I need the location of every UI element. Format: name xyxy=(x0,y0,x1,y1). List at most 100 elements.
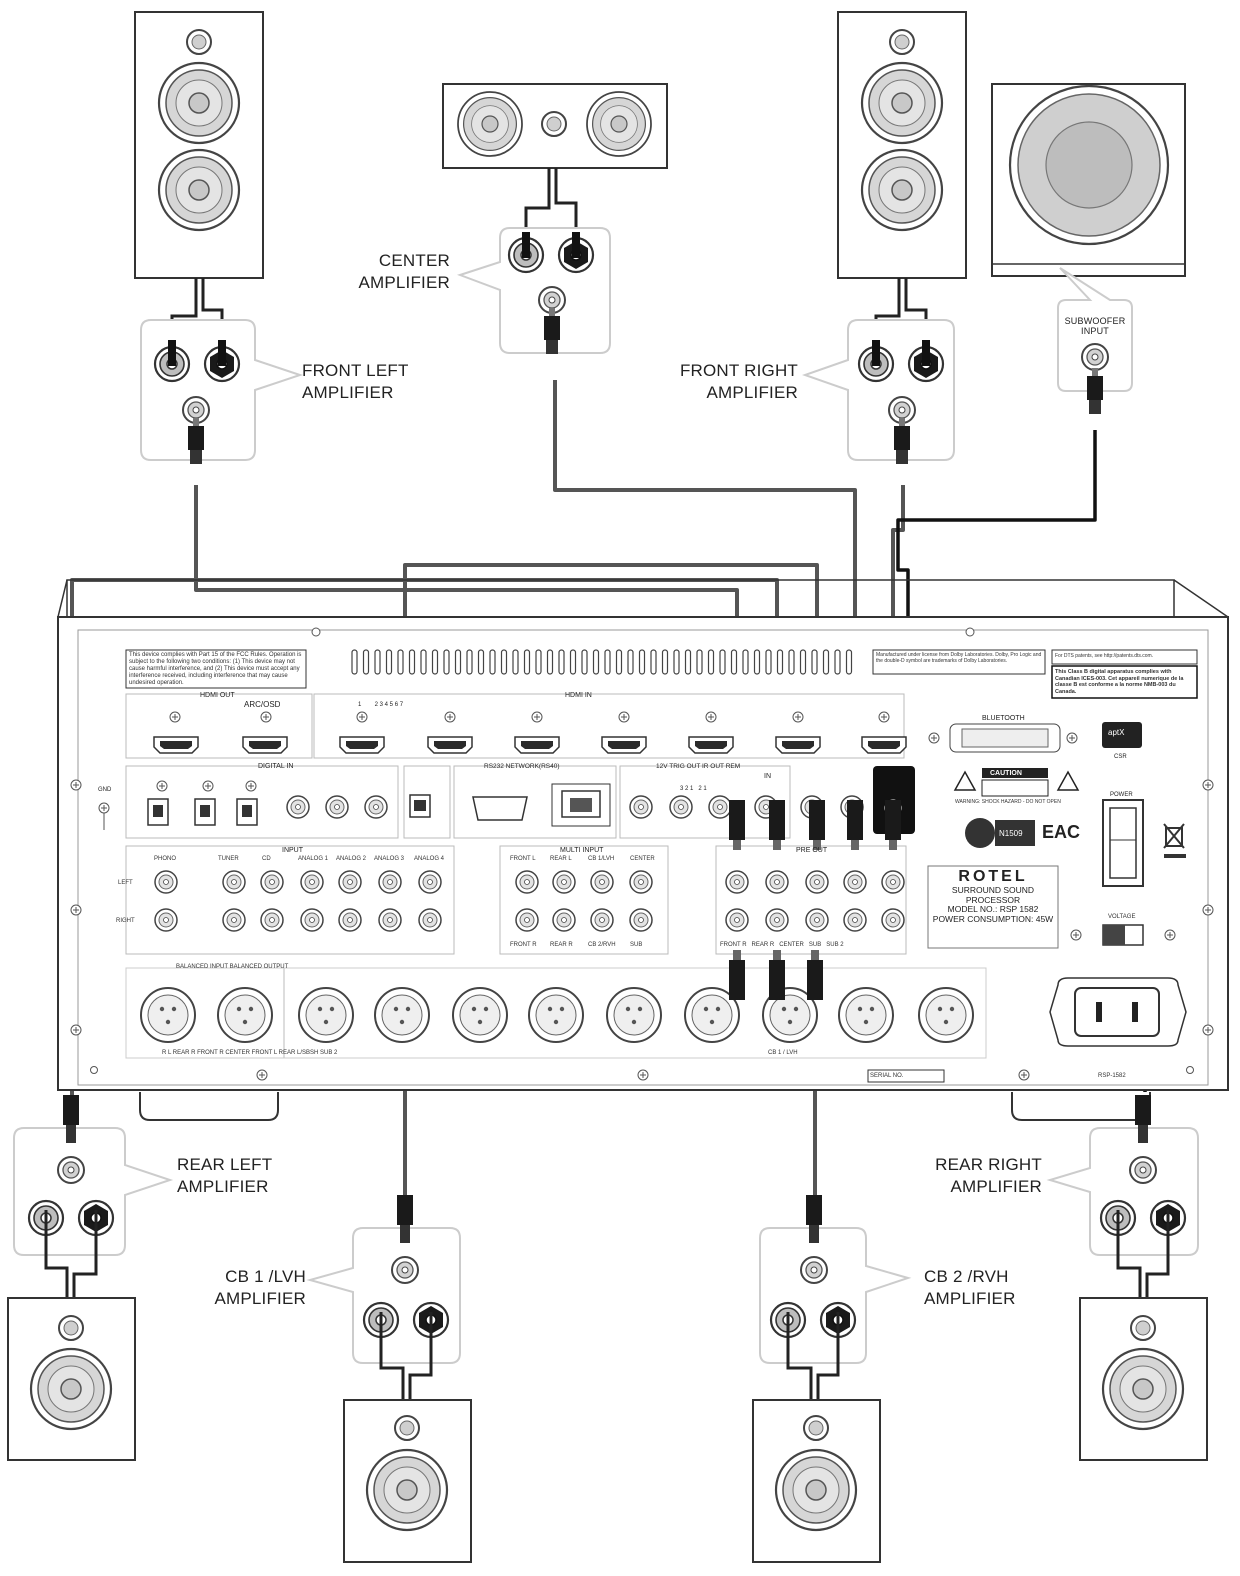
center-amplifier xyxy=(456,227,611,354)
pre-out-jack xyxy=(843,908,867,932)
hdmi-port xyxy=(514,736,560,754)
model-label: RSP-1582 xyxy=(1098,1073,1126,1079)
rca-input-right xyxy=(300,908,324,932)
dts-notice: For DTS patents, see http://patents.dts.… xyxy=(1055,653,1154,659)
label-line-1: SUBWOOFER xyxy=(1064,316,1126,326)
rca-input-left xyxy=(338,870,362,894)
rca-input-left xyxy=(300,870,324,894)
cb1-amplifier xyxy=(306,1195,461,1364)
vent-slot xyxy=(592,649,600,675)
label-line-2: INPUT xyxy=(1081,326,1109,336)
multi-col: CB 1/LVH xyxy=(588,856,615,862)
hdmi-port xyxy=(861,736,907,754)
cb2-amplifier xyxy=(759,1195,912,1364)
panel-plugs xyxy=(729,766,915,1000)
caution-label: CAUTION xyxy=(990,770,1022,777)
bottom-speaker-wires xyxy=(44,1210,1170,1400)
hdmi-out-label: HDMI OUT xyxy=(200,692,235,699)
left-label: LEFT xyxy=(118,880,133,886)
vent-slot xyxy=(822,649,830,675)
xlr-connector xyxy=(606,987,662,1043)
front-right-speaker xyxy=(837,11,967,279)
vent-slot xyxy=(454,649,462,675)
hdmi-port xyxy=(339,736,385,754)
brand-logo: ROTEL xyxy=(958,868,1028,885)
vent-slot xyxy=(512,649,519,675)
processor-rear-panel xyxy=(57,579,1229,1121)
plate-line: POWER CONSUMPTION: 45W xyxy=(932,913,1054,924)
multi-input-jack xyxy=(590,908,614,932)
canada-notice: This Class B digital apparatus complies … xyxy=(1055,669,1184,695)
xlr-connector xyxy=(452,987,508,1043)
cb1-speaker xyxy=(343,1399,472,1563)
label-line-2: AMPLIFIER xyxy=(177,1177,269,1196)
vent-slot xyxy=(500,649,508,675)
vent-slot xyxy=(546,649,554,675)
input-label: INPUT xyxy=(282,847,303,854)
vent-slot xyxy=(615,649,623,675)
rca-input-left xyxy=(418,870,442,894)
product-plate: SURROUND SOUND PROCESSOR MODEL NO.: RSP … xyxy=(930,885,1056,924)
center-speaker xyxy=(442,83,668,169)
xlr-connector xyxy=(140,987,196,1043)
input-col: ANALOG 1 xyxy=(298,856,329,862)
rear-right-speaker xyxy=(1079,1297,1208,1461)
rca-input-right xyxy=(418,908,442,932)
vent-slot xyxy=(834,649,841,675)
input-col: CD xyxy=(262,856,271,862)
vent-slot xyxy=(627,649,634,675)
trigger-numbers: 3 2 1 2 1 xyxy=(680,786,707,792)
gnd-label: GND xyxy=(98,787,112,793)
vent-slot xyxy=(397,649,404,675)
vent-slot xyxy=(696,649,703,675)
label-line-2: AMPLIFIER xyxy=(924,1289,1016,1308)
xlr-connector xyxy=(217,987,273,1043)
rca-input-right xyxy=(378,908,402,932)
xlr-connector xyxy=(838,987,894,1043)
front-left-amplifier-label: FRONT LEFT AMPLIFIER xyxy=(302,360,409,404)
trigger-label: 12V TRIG OUT IR OUT REM xyxy=(656,763,741,770)
pre-out-jack xyxy=(843,870,867,894)
voltage-label: VOLTAGE xyxy=(1108,914,1136,920)
vent-slot xyxy=(765,649,772,675)
vent-slot xyxy=(719,649,726,675)
vent-slot xyxy=(420,649,427,675)
input-col: ANALOG 2 xyxy=(336,856,367,862)
hdmi-port xyxy=(427,736,473,754)
pre-out-jack xyxy=(765,870,789,894)
front-left-amplifier xyxy=(140,319,304,464)
csr-label: CSR xyxy=(1114,754,1127,760)
vent-slot xyxy=(443,649,450,675)
vent-slot xyxy=(408,649,416,675)
xlr-connector xyxy=(298,987,354,1043)
rs232-label: RS232 NETWORK(RS40) xyxy=(484,763,560,770)
rear-right-amplifier-label: REAR RIGHT AMPLIFIER xyxy=(930,1154,1042,1198)
pre-out-jack xyxy=(805,908,829,932)
vent-slot xyxy=(477,649,485,675)
label-line-1: CB 2 /RVH xyxy=(924,1267,1009,1286)
balanced-bottom-labels: R L REAR R FRONT R CENTER FRONT L REAR L… xyxy=(162,1050,338,1056)
rca-input-left xyxy=(154,870,178,894)
rear-left-speaker xyxy=(7,1297,136,1461)
vent-slot xyxy=(362,649,370,675)
front-right-amplifier xyxy=(801,319,955,464)
vent-slot xyxy=(845,649,853,675)
multi-input-label: MULTI INPUT xyxy=(560,847,604,854)
pre-out-jack xyxy=(765,908,789,932)
hdmi-in-numbers: 1 2 3 4 5 6 7 xyxy=(358,702,404,708)
input-col: ANALOG 4 xyxy=(414,856,445,862)
multi-input-jack xyxy=(515,870,539,894)
multi-col: CENTER xyxy=(630,856,655,862)
multi-col: REAR L xyxy=(550,856,572,862)
input-column-labels: PHONO TUNER CD ANALOG 1 ANALOG 2 ANALOG … xyxy=(154,856,454,863)
balanced-label: BALANCED INPUT BALANCED OUTPUT xyxy=(176,964,289,970)
vent-slot xyxy=(753,649,761,675)
serial-label: SERIAL NO. xyxy=(870,1073,904,1079)
label-line-1: REAR LEFT xyxy=(177,1155,273,1174)
certification-mark: N1509 xyxy=(999,829,1023,838)
multi-input-jack xyxy=(629,908,653,932)
vent-slot xyxy=(351,649,358,675)
multi-input-jack xyxy=(515,908,539,932)
cb-lvh-label: CB 1 / LVH xyxy=(768,1050,798,1056)
